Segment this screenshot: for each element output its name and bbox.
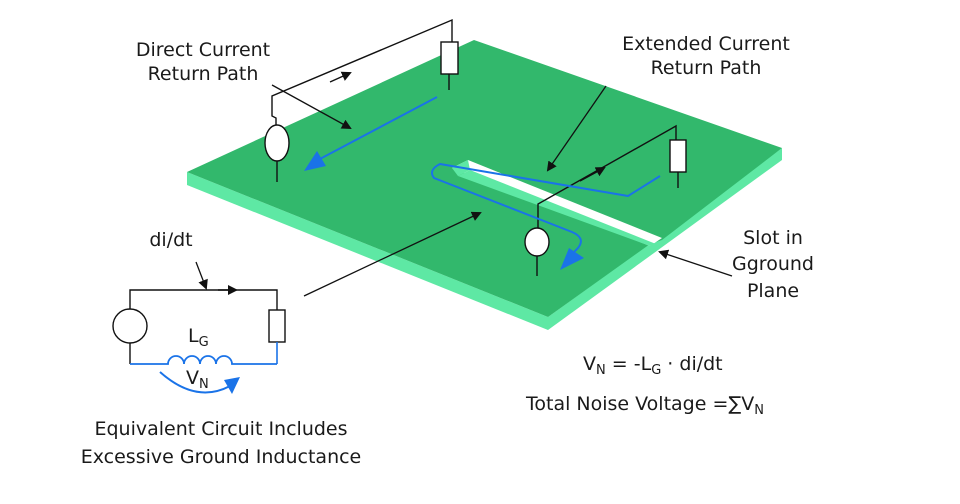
direct-loop [264, 18, 459, 182]
slot-label-line1: Slot in [743, 227, 803, 249]
formula-n-sub: N [596, 363, 606, 378]
didt-label: di/dt [149, 229, 192, 251]
leader-lines [195, 84, 733, 297]
inductor-symbol: L [188, 325, 199, 347]
circuit-leader [303, 211, 482, 297]
ground-slot-wall-side [458, 170, 656, 246]
ground-slot [452, 160, 662, 246]
extended-current-arrowhead [560, 248, 584, 270]
direct-label-line2: Return Path [148, 63, 259, 85]
equivalent-circuit [112, 285, 286, 394]
vn-label: VN [186, 367, 209, 392]
slot-label-line3: Plane [747, 280, 799, 302]
circuit-ground-inductor [130, 355, 277, 365]
extended-loop [431, 124, 687, 276]
direct-resistor [440, 41, 459, 75]
extended-label-line2: Return Path [651, 57, 762, 79]
circuit-resistor [268, 309, 286, 343]
board-edge-right [548, 148, 782, 330]
inductor-label: LG [188, 325, 209, 350]
noise-voltage-arrowhead [224, 377, 240, 394]
slot-label-line2: Gground [732, 253, 814, 275]
vn-symbol: V [186, 367, 199, 389]
board-edge-front [187, 172, 548, 330]
circuit-source [112, 308, 148, 344]
total-noise: Total Noise Voltage =∑VN [525, 393, 764, 418]
vn-subscript: N [199, 377, 209, 392]
noise-voltage-arc [159, 371, 231, 394]
extended-wire-arrow [579, 167, 606, 182]
formula-g-sub: G [651, 363, 661, 378]
formula-rest: · di/dt [661, 353, 722, 375]
didt-leader [195, 261, 208, 290]
extended-current-path [431, 163, 661, 255]
caption-line1: Equivalent Circuit Includes [94, 418, 347, 440]
extended-label-line1: Extended Current [622, 33, 790, 55]
formula-eq: = -L [606, 353, 652, 375]
inductor-subscript: G [199, 335, 209, 350]
slot-leader [658, 249, 733, 277]
formula-v: V [583, 353, 596, 375]
pcb-ground-plane [187, 40, 782, 330]
total-text: Total Noise Voltage =∑V [525, 393, 754, 415]
direct-label-line1: Direct Current [136, 39, 270, 61]
total-n-sub: N [754, 403, 764, 418]
direct-current-path [317, 96, 438, 161]
direct-leader [271, 84, 352, 129]
extended-source [524, 227, 550, 257]
direct-source [264, 124, 290, 162]
extended-resistor [669, 139, 687, 173]
direct-current-arrowhead [304, 151, 326, 171]
extended-leader [546, 85, 607, 172]
caption-line2: Excessive Ground Inductance [81, 446, 362, 468]
direct-wire-arrow [329, 71, 352, 83]
formula: VN = -LG · di/dt [583, 353, 723, 378]
circuit-top-wire [129, 289, 278, 312]
